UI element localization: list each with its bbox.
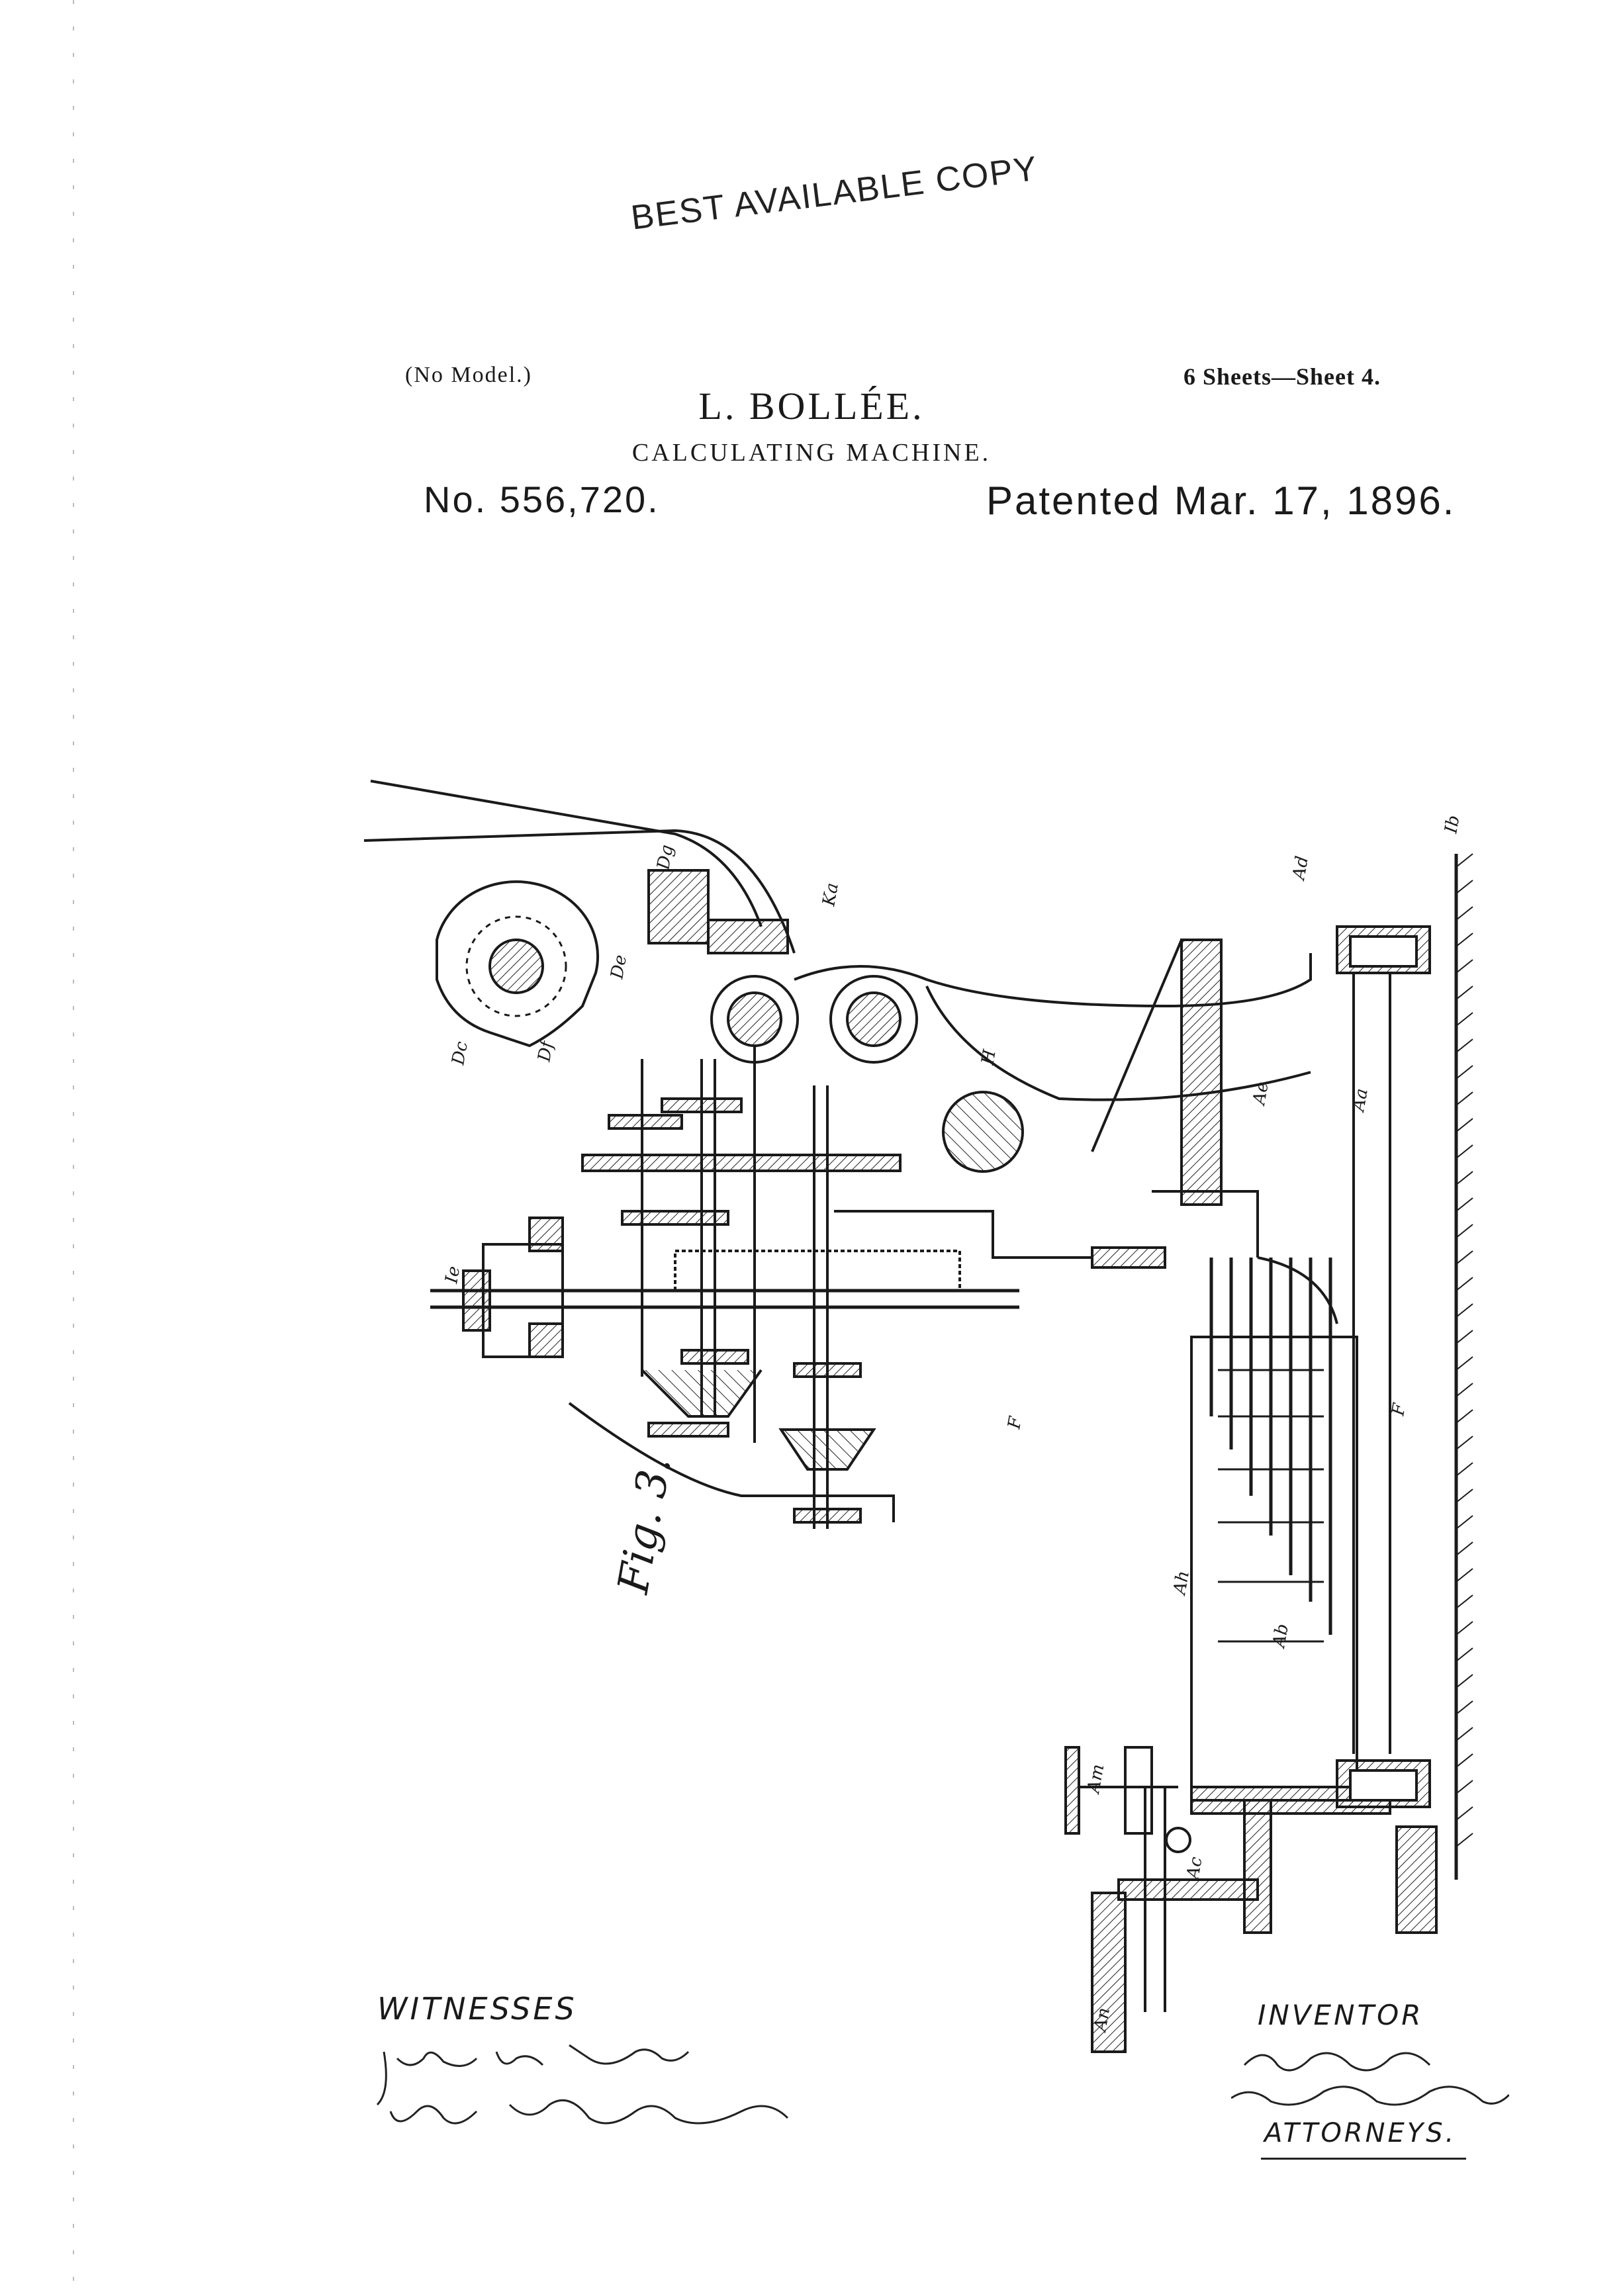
witnesses-label: WITNESSES bbox=[377, 1991, 577, 2027]
svg-text:F: F bbox=[1388, 1401, 1410, 1418]
patent-title: CALCULATING MACHINE. bbox=[631, 439, 992, 467]
svg-text:Ah: Ah bbox=[1170, 1569, 1193, 1597]
svg-text:Ac: Ac bbox=[1183, 1855, 1207, 1882]
svg-text:Ad: Ad bbox=[1289, 854, 1313, 882]
sheet-number: 6 Sheets—Sheet 4. bbox=[1183, 363, 1381, 390]
patent-number: No. 556,720. bbox=[424, 479, 660, 520]
svg-text:Dc: Dc bbox=[448, 1040, 472, 1067]
machine-drawing: Dc Df Dg De Ka H Ad Ib Ae Aa F F Ie Ah A… bbox=[363, 780, 1473, 2053]
svg-text:De: De bbox=[607, 953, 631, 981]
inventor-label: INVENTOR bbox=[1258, 1999, 1424, 2031]
svg-text:An: An bbox=[1090, 2006, 1114, 2034]
scan-margin-line bbox=[73, 0, 74, 2296]
svg-text:F: F bbox=[1004, 1414, 1026, 1431]
svg-text:Ab: Ab bbox=[1269, 1622, 1293, 1650]
inventor-attorney-signatures bbox=[1231, 2052, 1509, 2106]
svg-text:Am: Am bbox=[1084, 1763, 1108, 1796]
witness-signatures bbox=[376, 2044, 789, 2125]
svg-text:Df: Df bbox=[534, 1037, 558, 1064]
best-available-copy-stamp: BEST AVAILABLE COPY bbox=[629, 149, 1041, 238]
svg-text:Ka: Ka bbox=[819, 882, 843, 909]
svg-text:Dg: Dg bbox=[653, 843, 677, 872]
patent-date: Patented Mar. 17, 1896. bbox=[986, 479, 1456, 523]
svg-text:Ie: Ie bbox=[441, 1265, 464, 1285]
no-model-note: (No Model.) bbox=[405, 363, 532, 387]
svg-text:Ib: Ib bbox=[1441, 813, 1463, 835]
svg-text:Ae: Ae bbox=[1249, 1080, 1273, 1107]
inventor-name-heading: L. BOLLÉE. bbox=[698, 385, 925, 428]
attorneys-underline bbox=[1261, 2158, 1466, 2160]
attorneys-label: ATTORNEYS. bbox=[1264, 2118, 1457, 2148]
svg-text:Aa: Aa bbox=[1348, 1087, 1372, 1114]
svg-text:H: H bbox=[978, 1047, 1000, 1067]
